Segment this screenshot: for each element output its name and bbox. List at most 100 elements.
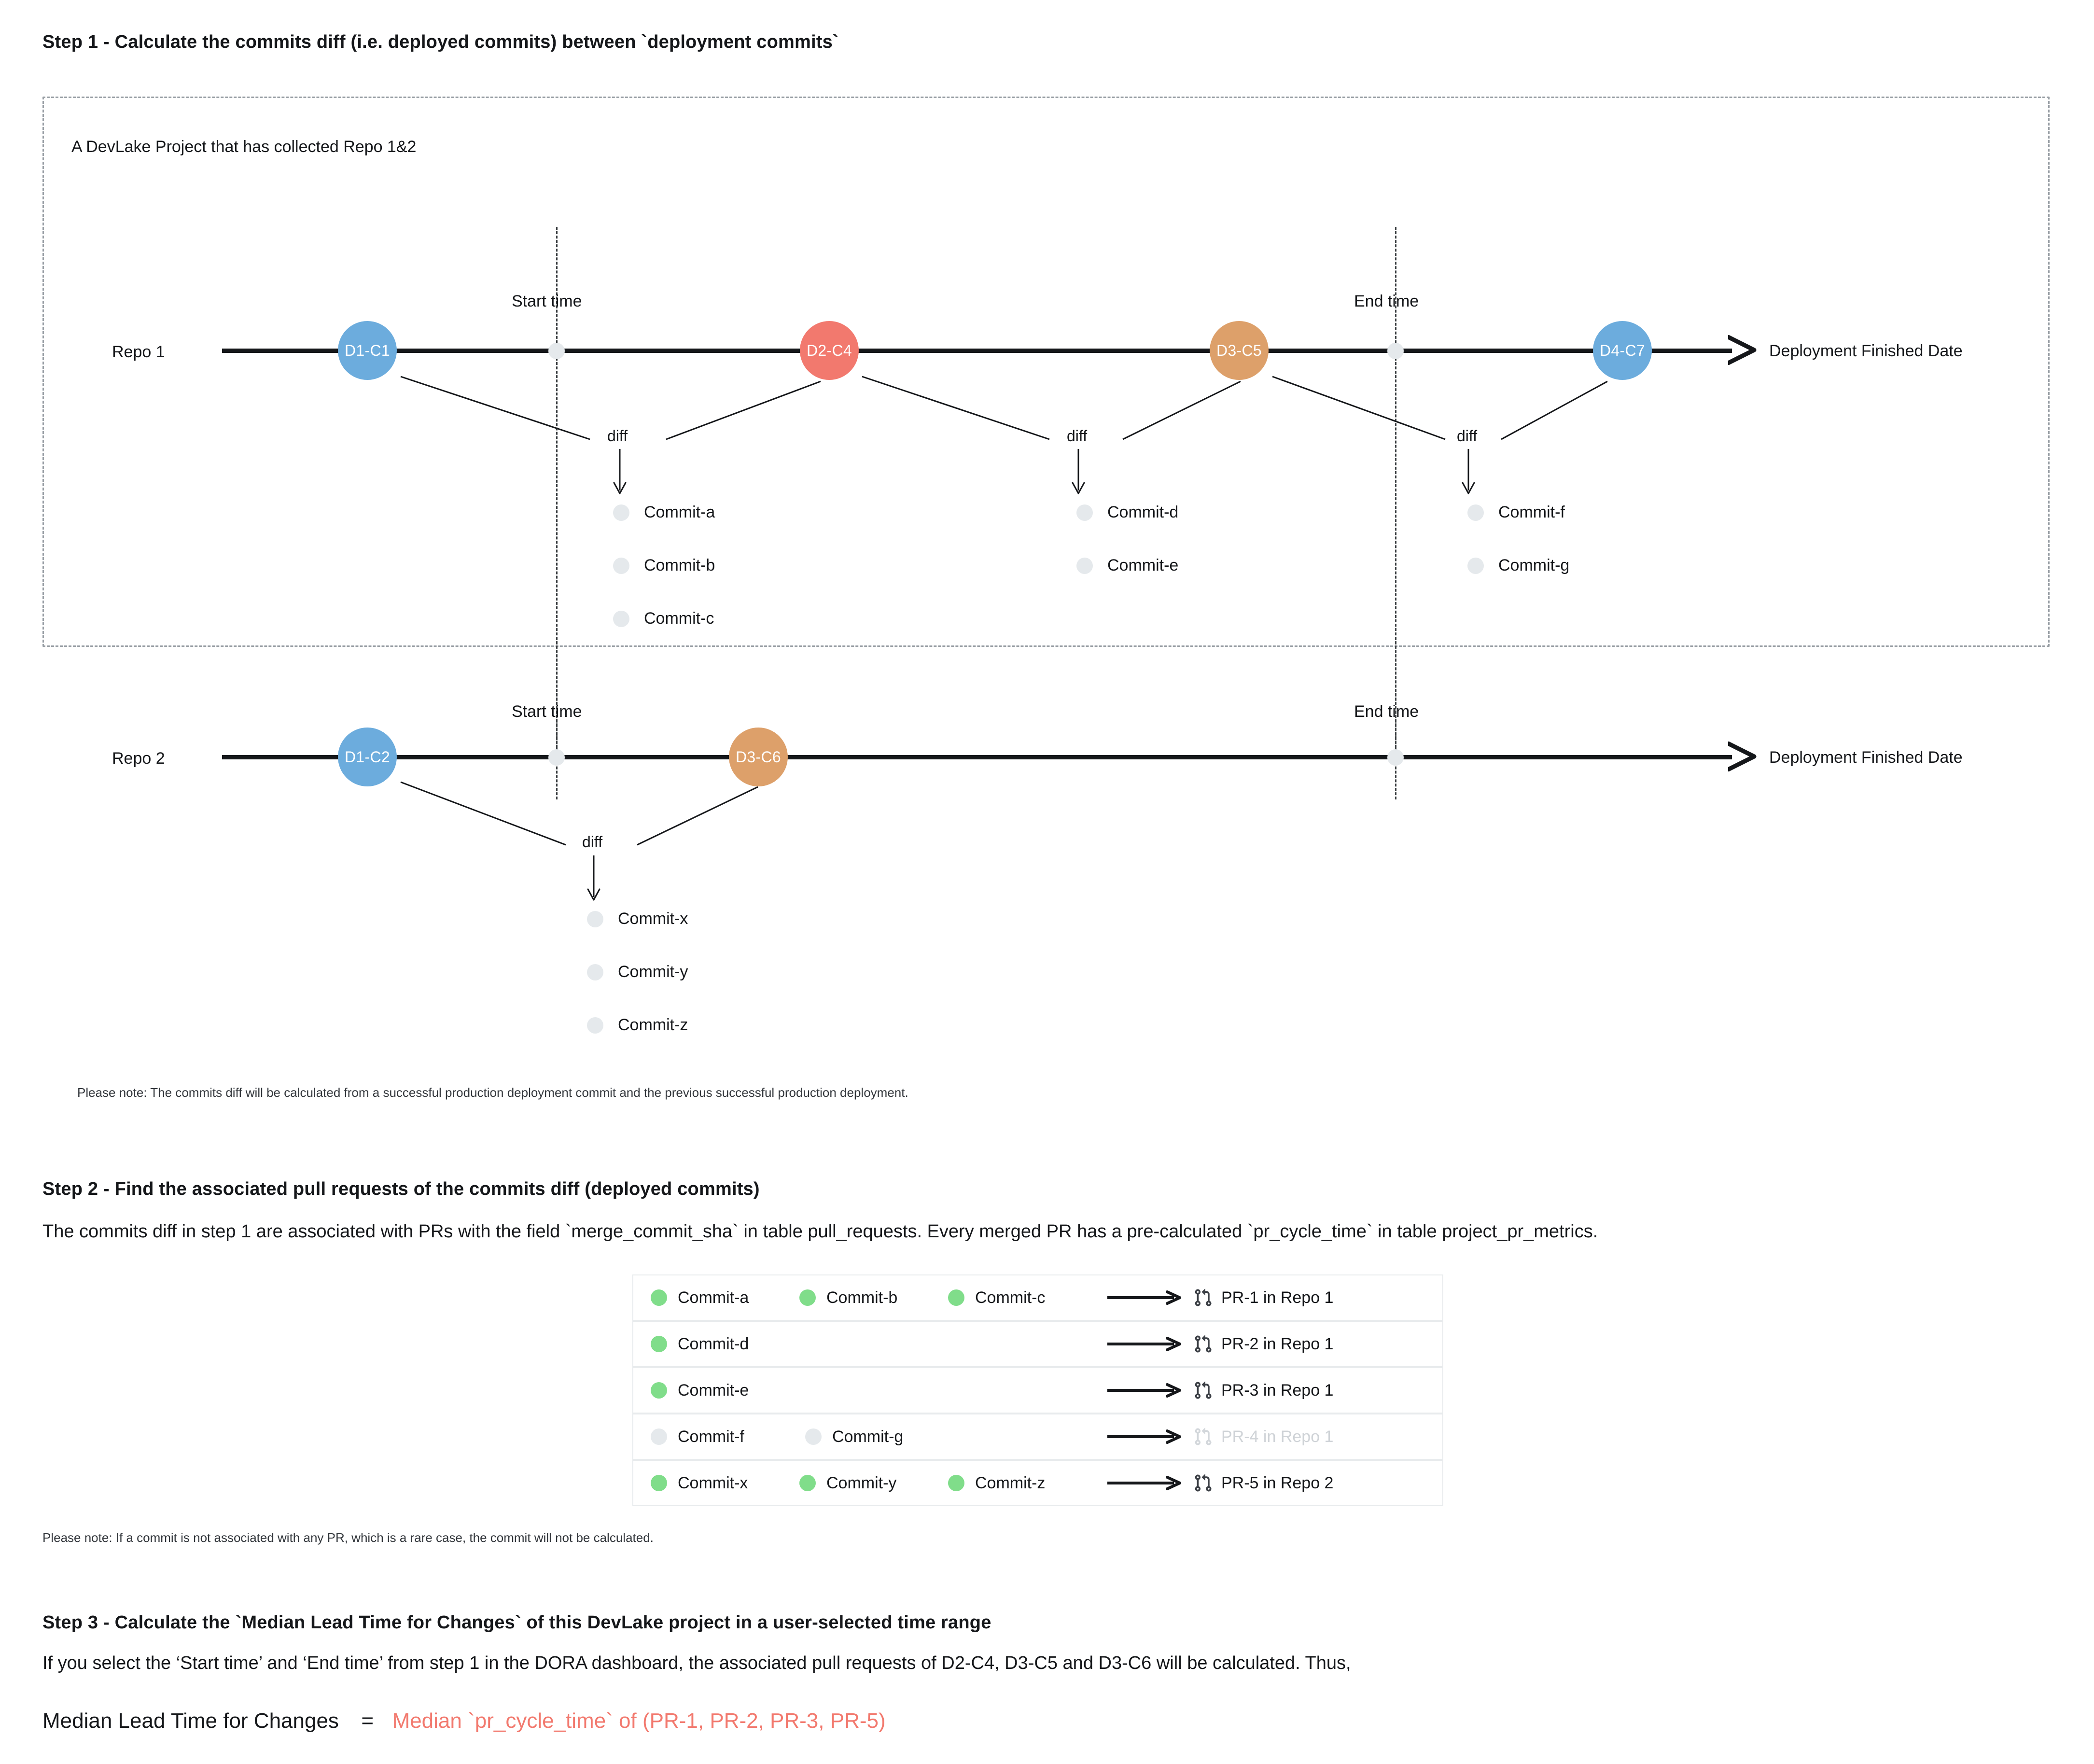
repo2-commit-item: Commit-y — [587, 963, 688, 981]
commit-label: Commit-d — [1107, 503, 1179, 521]
deployment-node-d1c2[interactable]: D1-C2 — [338, 728, 397, 786]
deployment-node-d2c4[interactable]: D2-C4 — [800, 321, 859, 380]
pr-target-label: PR-2 in Repo 1 — [1221, 1334, 1334, 1353]
repo2-label: Repo 2 — [112, 749, 165, 768]
repo1-diff1-arrow — [613, 449, 627, 494]
repo1-diff3-connector — [1272, 376, 1608, 440]
step2-title: Step 2 - Find the associated pull reques… — [42, 1179, 760, 1199]
commit-chip: Commit-b — [799, 1288, 948, 1307]
commit-chip: Commit-f — [651, 1428, 805, 1446]
pr-target-label: PR-4 in Repo 1 — [1221, 1427, 1334, 1446]
repo2-end-time-marker — [1387, 749, 1404, 766]
commit-label: Commit-e — [1107, 556, 1179, 574]
step3-description: If you select the ‘Start time’ and ‘End … — [42, 1653, 1351, 1673]
pr-target[interactable]: PR-2 in Repo 1 — [1193, 1333, 1333, 1355]
deployment-node-d4c7[interactable]: D4-C7 — [1593, 321, 1652, 380]
commit-label: Commit-b — [644, 556, 715, 574]
commit-chip: Commit-y — [799, 1474, 948, 1493]
repo2-diff-connector — [400, 781, 758, 846]
pr-target-label: PR-5 in Repo 2 — [1221, 1473, 1334, 1492]
repo1-commit-item: Commit-a — [613, 503, 715, 522]
commit-label: Commit-e — [678, 1381, 749, 1400]
maps-to-arrow-icon — [1097, 1475, 1193, 1491]
table-row[interactable]: Commit-a Commit-b Commit-c PR-1 in Repo … — [632, 1274, 1443, 1321]
repo1-diff1-label: diff — [607, 427, 628, 445]
deployment-node-d3c6[interactable]: D3-C6 — [729, 728, 788, 786]
repo1-commit-item: Commit-g — [1467, 556, 1569, 575]
commit-label: Commit-g — [832, 1427, 904, 1446]
commit-label: Commit-c — [644, 609, 714, 628]
deployment-node-d1c1[interactable]: D1-C1 — [338, 321, 397, 380]
commit-dot-icon — [799, 1289, 816, 1306]
table-row[interactable]: Commit-f Commit-g PR-4 in Repo 1 — [632, 1414, 1443, 1460]
step2-note: Please note: If a commit is not associat… — [42, 1530, 654, 1545]
repo2-commit-item: Commit-z — [587, 1016, 688, 1035]
maps-to-arrow-icon — [1097, 1382, 1193, 1399]
commit-dot-icon — [613, 610, 629, 627]
commit-label: Commit-x — [618, 910, 688, 928]
repo1-end-time-marker — [1387, 343, 1404, 359]
deployment-node-d3c5[interactable]: D3-C5 — [1210, 321, 1269, 380]
row-commits: Commit-f Commit-g — [633, 1428, 1097, 1446]
repo1-commit-item: Commit-b — [613, 556, 715, 575]
table-row[interactable]: Commit-e PR-3 in Repo 1 — [632, 1367, 1443, 1414]
commit-dot-icon — [799, 1475, 816, 1491]
repo1-commit-item: Commit-c — [613, 609, 714, 628]
commit-label: Commit-a — [644, 503, 715, 521]
table-row[interactable]: Commit-x Commit-y Commit-z PR-5 in Repo … — [632, 1460, 1443, 1506]
deployment-node-d2c4-label: D2-C4 — [807, 341, 852, 359]
commit-chip: Commit-c — [948, 1288, 1097, 1307]
repo1-axis-end-label: Deployment Finished Date — [1769, 342, 1963, 360]
commit-dot-icon — [948, 1475, 964, 1491]
step2-description: The commits diff in step 1 are associate… — [42, 1221, 1598, 1242]
row-commits: Commit-x Commit-y Commit-z — [633, 1474, 1097, 1493]
commit-chip: Commit-z — [948, 1474, 1097, 1493]
repo1-commit-item: Commit-d — [1076, 503, 1178, 522]
commit-label: Commit-z — [618, 1016, 688, 1034]
row-commits: Commit-e — [633, 1381, 1097, 1400]
pr-target[interactable]: PR-4 in Repo 1 — [1193, 1426, 1333, 1447]
commit-dot-icon — [1076, 557, 1093, 574]
repo1-label: Repo 1 — [112, 343, 165, 361]
step1-title: Step 1 - Calculate the commits diff (i.e… — [42, 32, 839, 52]
pr-target[interactable]: PR-3 in Repo 1 — [1193, 1380, 1333, 1401]
git-pull-request-icon — [1193, 1426, 1213, 1447]
formula-equals: = — [361, 1709, 374, 1733]
repo1-timeline-axis — [222, 349, 1732, 353]
commit-dot-icon — [1467, 504, 1484, 521]
repo2-start-time-line — [556, 637, 558, 799]
deployment-node-d1c1-label: D1-C1 — [345, 341, 390, 359]
maps-to-arrow-icon — [1097, 1336, 1193, 1352]
commit-dot-icon — [1076, 504, 1093, 521]
deployment-node-d1c2-label: D1-C2 — [345, 748, 390, 766]
repo1-end-time-line — [1395, 227, 1396, 753]
commit-label: Commit-x — [678, 1473, 748, 1492]
pr-target-label: PR-1 in Repo 1 — [1221, 1288, 1334, 1307]
repo1-start-time-line — [556, 227, 558, 753]
step1-note: Please note: The commits diff will be ca… — [77, 1085, 908, 1100]
commit-dot-icon — [1467, 557, 1484, 574]
pr-target-label: PR-3 in Repo 1 — [1221, 1381, 1334, 1400]
repo1-diff2-connector — [862, 376, 1241, 440]
commit-dot-icon — [613, 504, 629, 521]
repo2-commit-item: Commit-x — [587, 910, 688, 928]
step1-dashed-container — [42, 97, 2050, 647]
commit-label: Commit-b — [826, 1288, 898, 1307]
formula-rhs: Median `pr_cycle_time` of (PR-1, PR-2, P… — [392, 1709, 886, 1733]
commit-dot-icon — [587, 910, 603, 927]
repo2-timeline-axis — [222, 755, 1732, 759]
table-row[interactable]: Commit-d PR-2 in Repo 1 — [632, 1321, 1443, 1367]
commit-label: Commit-f — [678, 1427, 744, 1446]
pr-mapping-table: Commit-a Commit-b Commit-c PR-1 in Repo … — [632, 1274, 1443, 1506]
commit-label: Commit-a — [678, 1288, 749, 1307]
deployment-node-d3c5-label: D3-C5 — [1216, 341, 1262, 359]
repo1-end-time-label: End time — [1354, 292, 1419, 310]
commit-chip: Commit-g — [805, 1428, 960, 1446]
commit-dot-icon — [651, 1428, 667, 1445]
commit-chip: Commit-e — [651, 1381, 805, 1400]
repo1-diff3-arrow — [1462, 449, 1475, 494]
pr-target[interactable]: PR-5 in Repo 2 — [1193, 1472, 1333, 1494]
repo2-axis-end-label: Deployment Finished Date — [1769, 748, 1963, 767]
commit-chip: Commit-d — [651, 1335, 805, 1354]
pr-target[interactable]: PR-1 in Repo 1 — [1193, 1287, 1333, 1308]
